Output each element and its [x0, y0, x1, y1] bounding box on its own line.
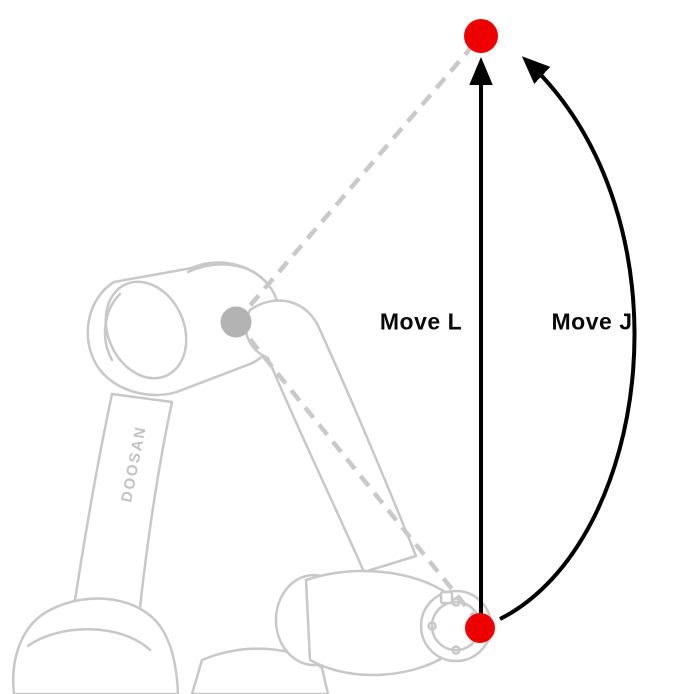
robot-lower-arm [70, 392, 174, 628]
robot-shoulder-cap [104, 280, 188, 380]
flange-bolt-hole [451, 645, 461, 655]
via-point-marker [220, 306, 252, 338]
move-j-arc [499, 56, 637, 621]
robot-flange-connector [439, 590, 454, 605]
robot-shoulder-highlight [103, 292, 122, 362]
move-l-label: Move L [379, 308, 463, 335]
via-dashed-lines [234, 41, 479, 622]
flange-bolt-hole [427, 621, 437, 631]
move-j-label: Move J [551, 308, 633, 335]
robot-mount-plate [190, 647, 330, 694]
robot-shoulder-ridge [186, 263, 266, 282]
start-point-marker [465, 613, 495, 643]
robot-base-seam [26, 628, 152, 652]
dashed-line-lower [234, 320, 479, 622]
dashed-line-upper [234, 41, 477, 324]
robot-arm-illustration: DOOSAN [12, 261, 493, 694]
robot-forearm [244, 299, 418, 574]
robot-base [12, 597, 180, 694]
target-point-marker [464, 19, 498, 53]
flange-bolt-hole [451, 597, 461, 607]
